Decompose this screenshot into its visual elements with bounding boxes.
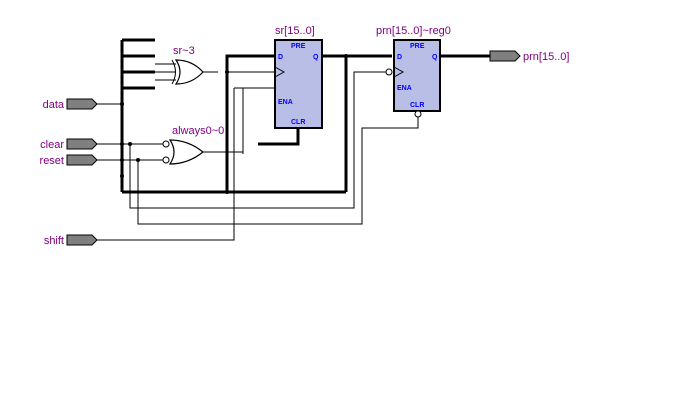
register-prn[interactable]: prn[15..0]~reg0 PRE D Q ENA CLR	[376, 25, 451, 118]
register-sr-clock-triangle	[274, 66, 286, 78]
output-label-prn: prn[15..0]	[523, 51, 569, 63]
bus-sr-d	[225, 54, 275, 192]
xor-gate-label: sr~3	[173, 45, 195, 57]
xor-gate-back-arc	[171, 59, 176, 85]
register-prn-clock-triangle	[393, 66, 405, 78]
input-port-reset[interactable]: reset	[40, 154, 98, 167]
register-prn-pin-q: Q	[432, 54, 438, 61]
register-sr-pin-q: Q	[313, 54, 319, 61]
register-sr-pin-d: D	[278, 54, 283, 61]
register-prn-name: prn[15..0]~reg0	[376, 25, 451, 37]
or-gate-invert-bubble-reset	[162, 156, 170, 164]
input-port-clear[interactable]: clear	[40, 138, 98, 151]
xor-input-stubs	[155, 63, 176, 81]
register-sr-pin-pre: PRE	[291, 43, 306, 50]
register-sr-pin-ena: ENA	[278, 99, 293, 106]
register-sr-pin-clr: CLR	[291, 119, 305, 126]
wire-shift	[97, 88, 235, 241]
input-port-shift[interactable]: shift	[44, 234, 98, 247]
input-label-data: data	[43, 99, 65, 111]
input-label-reset: reset	[40, 155, 64, 167]
wire-reset-run	[137, 116, 419, 225]
bus-junctions	[120, 54, 476, 194]
or-gate-label: always0~0	[172, 125, 224, 137]
register-prn-pin-d: D	[397, 54, 402, 61]
xor-gate-sr3[interactable]: sr~3	[171, 45, 204, 85]
input-port-data[interactable]: data	[43, 98, 98, 111]
or-gate-invert-bubble-clear	[162, 140, 170, 148]
register-sr-body	[274, 39, 323, 129]
input-label-clear: clear	[40, 139, 64, 151]
register-prn-clr-invert-bubble	[414, 110, 422, 118]
register-prn-clock-invert-bubble	[385, 68, 393, 76]
wire-or-to-sr-ena	[203, 87, 275, 153]
register-sr[interactable]: sr[15..0] PRE D Q ENA CLR	[274, 25, 323, 129]
register-prn-pin-clr: CLR	[410, 102, 424, 109]
register-prn-body	[393, 39, 441, 112]
register-sr-name: sr[15..0]	[275, 25, 315, 37]
bus-sr-clr	[258, 128, 300, 146]
register-prn-pin-ena: ENA	[397, 85, 412, 92]
output-port-prn[interactable]: prn[15..0]	[489, 50, 569, 63]
wire-clear-run	[129, 71, 386, 209]
wires	[97, 38, 490, 241]
or-gate-body	[168, 139, 204, 165]
or-gate-always0[interactable]: always0~0	[162, 125, 224, 165]
register-prn-pin-pre: PRE	[410, 43, 425, 50]
xor-gate-body	[174, 59, 204, 85]
input-label-shift: shift	[44, 235, 64, 247]
